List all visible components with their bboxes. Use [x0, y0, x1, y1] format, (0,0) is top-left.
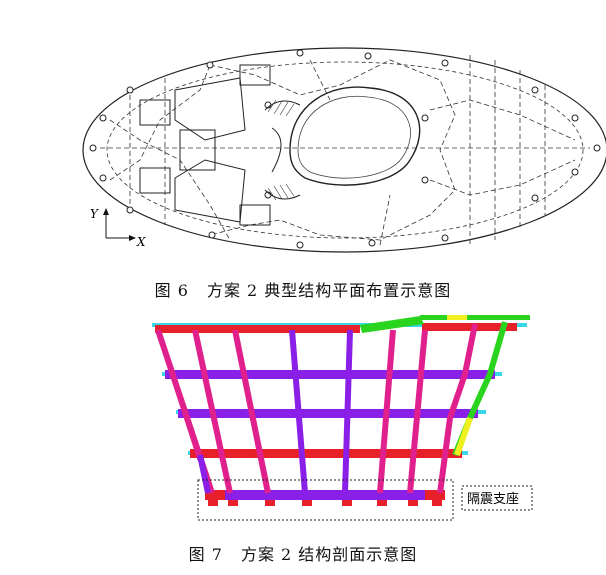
column-7 — [407, 329, 428, 494]
stair-hatch — [267, 99, 295, 201]
core-boxes — [139, 64, 301, 226]
column-6 — [377, 329, 396, 494]
outer-ellipse — [82, 47, 606, 253]
floor-beams — [152, 315, 530, 500]
roof-beam-green-slope — [360, 316, 424, 333]
base-beam-right-end — [425, 490, 445, 500]
plan-drawing: Y X — [82, 47, 606, 253]
column-9-yellow — [454, 417, 473, 456]
isolation-bearings — [208, 500, 442, 506]
base-beam-left-end — [205, 490, 225, 500]
axis-indicator — [103, 208, 136, 241]
floor-beam-3 — [178, 409, 478, 418]
roof-beam-green — [420, 315, 530, 320]
column-left-edge — [155, 329, 203, 461]
column-2 — [192, 329, 233, 494]
roof-beam-red — [155, 325, 360, 333]
floor-beam-2 — [165, 370, 495, 379]
figure-7-title: 方案 2 结构剖面示意图 — [240, 545, 418, 564]
figure-7-caption: 图 7 方案 2 结构剖面示意图 — [0, 541, 606, 565]
atrium-outline — [289, 86, 421, 186]
column-3 — [232, 329, 271, 494]
figure-7-section: 隔震支座 — [0, 310, 606, 530]
figure-6-caption: 图 6 方案 2 典型结构平面布置示意图 — [0, 277, 606, 301]
bearing-label-box — [461, 485, 533, 511]
roof-beam-red-right — [422, 323, 517, 331]
column-4 — [289, 329, 308, 494]
column-1-base — [197, 454, 211, 494]
figure-7-number: 图 7 — [188, 545, 223, 564]
figure-6-title: 方案 2 典型结构平面布置示意图 — [206, 281, 452, 300]
section-drawing: 隔震支座 — [152, 315, 533, 521]
dashed-grid — [100, 55, 590, 246]
inner-ellipse — [106, 61, 584, 239]
roof-beam-yellow — [447, 315, 467, 320]
column-markers — [89, 49, 601, 249]
atrium-inner — [297, 95, 411, 179]
figure-6-number: 图 6 — [154, 281, 189, 300]
bearing-label: 隔震支座 — [467, 492, 519, 507]
figure-6-plan: Y X — [0, 0, 606, 270]
column-8 — [437, 323, 478, 494]
floor-beam-4 — [190, 449, 462, 458]
column-5 — [342, 329, 353, 494]
base-beam — [205, 490, 445, 500]
bearing-zone-box — [197, 479, 454, 521]
axis-label-y: Y — [90, 207, 99, 221]
columns — [155, 321, 508, 494]
axis-label-x: X — [136, 235, 146, 249]
